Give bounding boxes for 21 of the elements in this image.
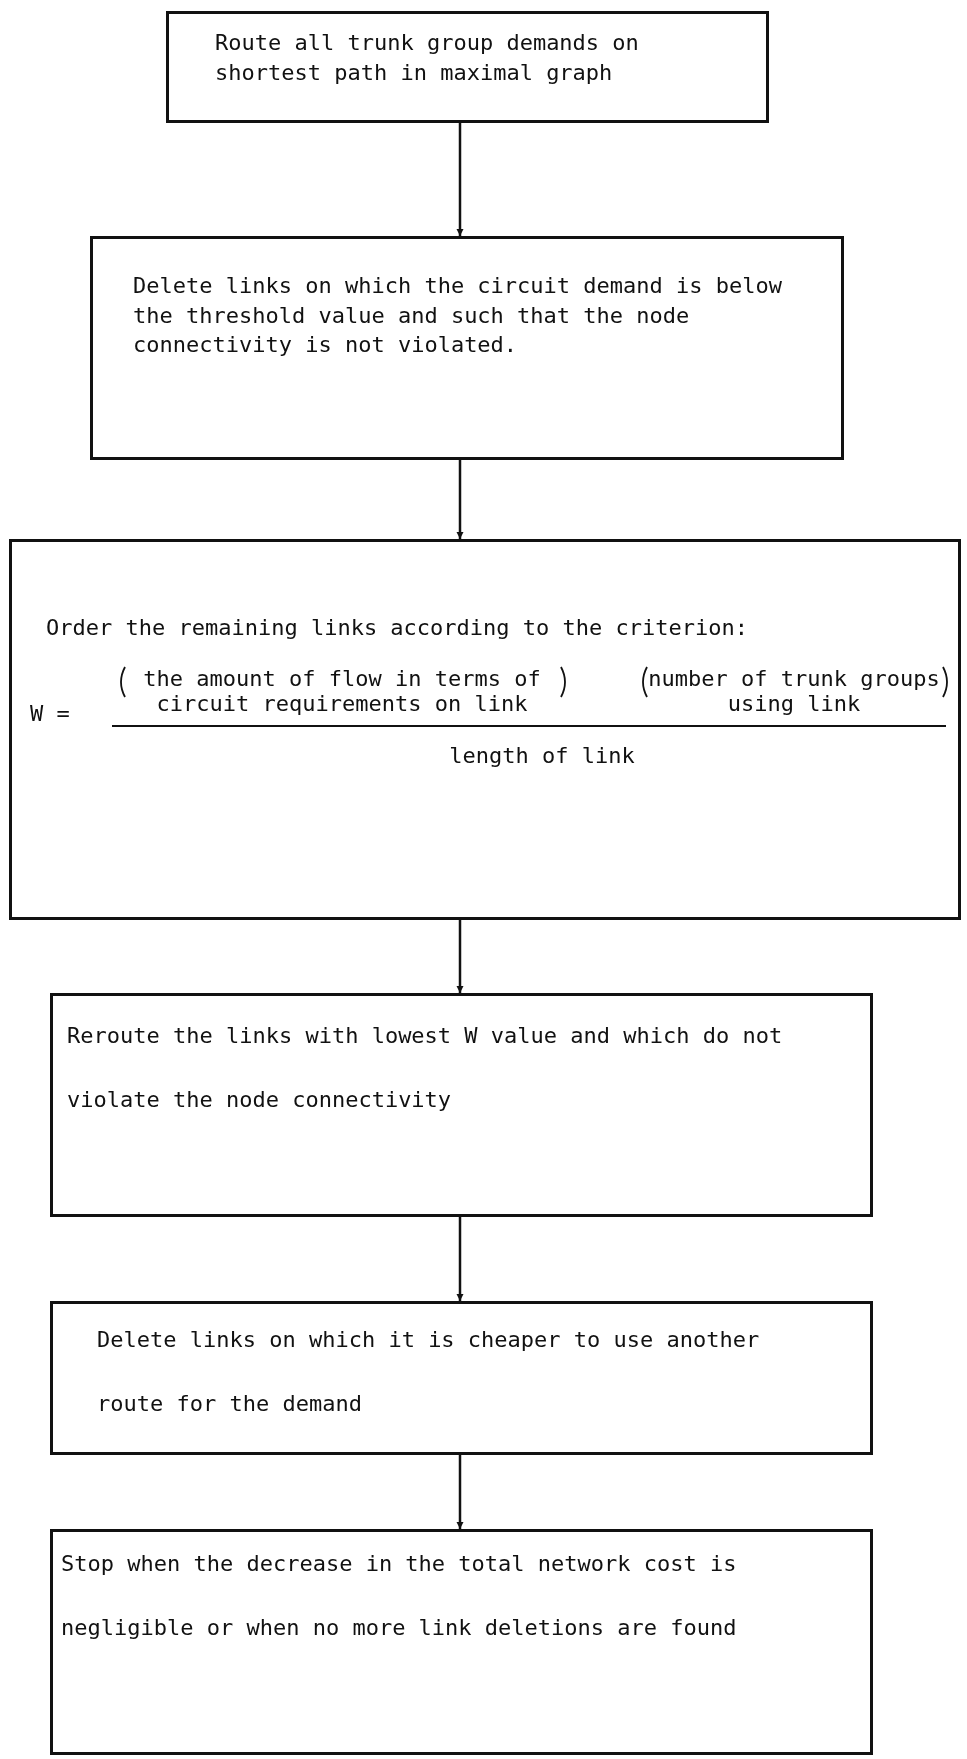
arrow xyxy=(456,1455,464,1529)
process-box xyxy=(9,539,961,920)
step-text: Order the remaining links according to the criterion: xyxy=(46,614,749,642)
arrow xyxy=(456,123,464,236)
step-text: Stop when the decrease in the total network cost is negligible or when no more link deletions are found xyxy=(61,1550,738,1642)
process-box xyxy=(90,236,844,460)
numerator-factor: number of trunk groups using link xyxy=(648,666,940,717)
arrow xyxy=(456,920,464,993)
arrow xyxy=(456,460,464,539)
process-box xyxy=(50,1301,873,1455)
step-text: Delete links on which it is cheaper to use another route for the demand xyxy=(97,1326,761,1418)
step-text: Reroute the links with lowest W value and which do not violate the node connectivity xyxy=(67,1022,784,1114)
process-box xyxy=(50,993,873,1217)
numerator-factor: the amount of flow in terms of circuit requirements on link xyxy=(142,666,542,717)
process-box xyxy=(50,1529,873,1755)
step-text: Delete links on which the circuit demand is below the threshold value and such that the node connectivity is not violated. xyxy=(133,272,783,360)
process-box xyxy=(166,11,769,123)
arrow xyxy=(456,1217,464,1301)
denominator: length of link xyxy=(448,742,636,770)
step-text: Route all trunk group demands on shortest path in maximal graph xyxy=(215,29,640,87)
formula-variable: W = xyxy=(30,700,71,728)
